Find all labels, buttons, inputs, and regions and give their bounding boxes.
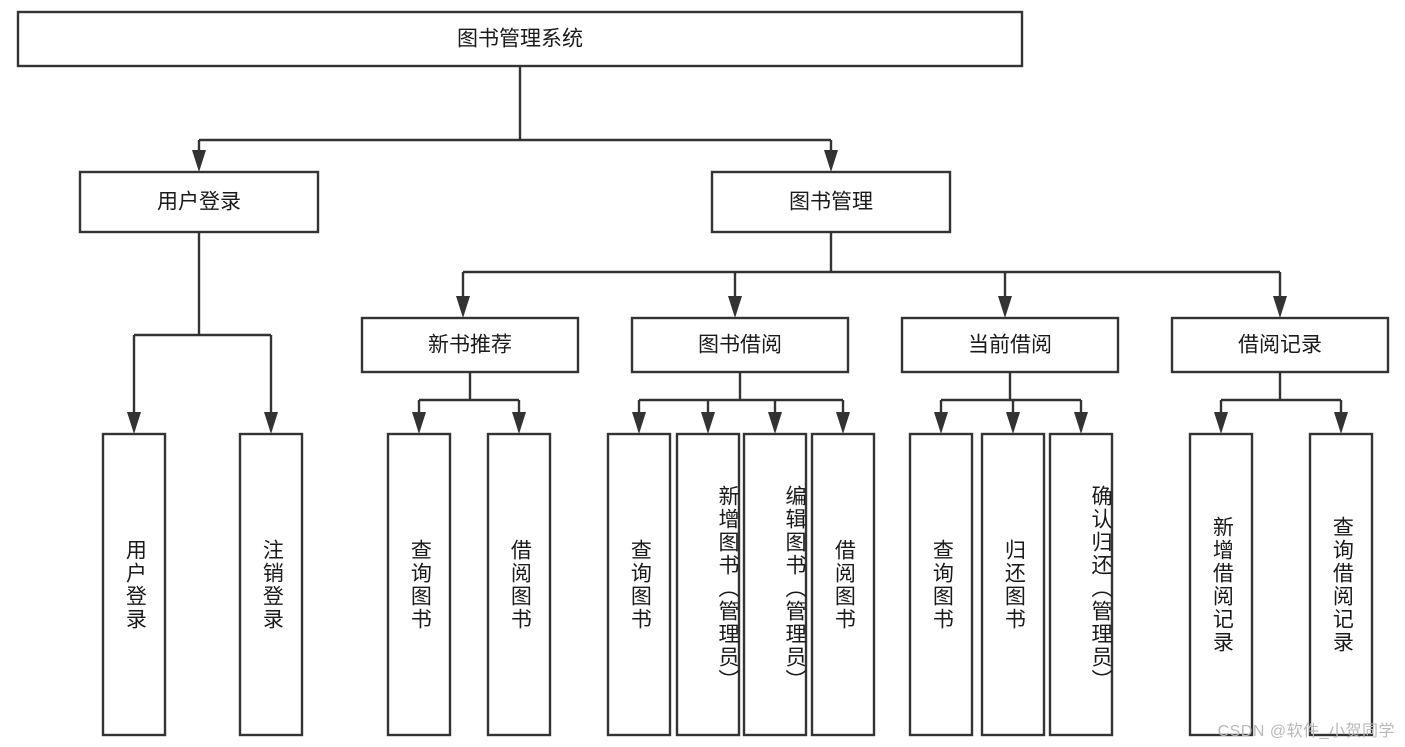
node-book-management-box[interactable]: [710, 170, 952, 234]
node-user-login-box[interactable]: [78, 170, 320, 234]
leaf-box-query-book-2[interactable]: [606, 432, 672, 737]
node-user-login[interactable]: 用户登录: [78, 170, 320, 234]
node-book-management-label: 图书管理: [789, 191, 873, 214]
arrow-head-icon: [127, 412, 141, 434]
arrow-head-icon: [456, 296, 470, 318]
node-new-book-recommend-box[interactable]: [360, 316, 580, 374]
leaf-box-borrow-book-1[interactable]: [486, 432, 552, 737]
leaf-box-group: [101, 432, 1374, 737]
node-new-book-recommend-label: 新书推荐: [428, 334, 512, 357]
node-book-borrow[interactable]: 图书借阅: [630, 316, 850, 374]
node-book-borrow-box[interactable]: [630, 316, 850, 374]
arrow-head-icon: [632, 412, 646, 434]
node-current-borrow-label: 当前借阅: [968, 334, 1052, 357]
csdn-watermark: CSDN @软件_小贺同学: [1217, 723, 1395, 740]
connector-group-user-login: [127, 232, 278, 434]
connector-group-borrow-book: [632, 372, 850, 434]
node-root[interactable]: 图书管理系统: [16, 10, 1024, 68]
connector-group-root: [192, 66, 838, 172]
arrow-head-icon: [192, 150, 206, 172]
arrow-head-icon: [1273, 296, 1287, 318]
arrow-head-icon: [998, 296, 1012, 318]
connector-group-current-borrow: [934, 372, 1088, 434]
connector-group-borrow-record: [1214, 372, 1348, 434]
leaf-box-logout-login[interactable]: [238, 432, 304, 737]
node-user-login-label: 用户登录: [157, 191, 241, 214]
node-new-book-recommend[interactable]: 新书推荐: [360, 316, 580, 374]
node-borrow-record-label: 借阅记录: [1238, 334, 1322, 357]
node-book-management[interactable]: 图书管理: [710, 170, 952, 234]
arrow-head-icon: [728, 296, 742, 318]
arrow-head-icon: [1334, 412, 1348, 434]
leaf-box-query-borrow-record[interactable]: [1308, 432, 1374, 737]
arrow-head-icon: [824, 150, 838, 172]
node-current-borrow[interactable]: 当前借阅: [900, 316, 1120, 374]
arrow-head-icon: [836, 412, 850, 434]
leaf-box-user-login[interactable]: [101, 432, 167, 737]
leaf-box-confirm-return[interactable]: [1048, 432, 1114, 737]
leaf-box-query-book-1[interactable]: [386, 432, 452, 737]
arrow-head-icon: [768, 412, 782, 434]
node-borrow-record[interactable]: 借阅记录: [1170, 316, 1390, 374]
node-root-box[interactable]: [16, 10, 1024, 68]
arrow-head-icon: [412, 412, 426, 434]
node-book-borrow-label: 图书借阅: [698, 334, 782, 357]
leaf-box-edit-book-admin[interactable]: [742, 432, 808, 737]
connector-group-new-book: [412, 372, 526, 434]
arrow-head-icon: [934, 412, 948, 434]
leaf-box-add-borrow-record[interactable]: [1188, 432, 1254, 737]
arrow-head-icon: [701, 412, 715, 434]
leaf-box-return-book[interactable]: [980, 432, 1046, 737]
leaf-box-borrow-book-2[interactable]: [810, 432, 876, 737]
leaf-box-add-book-admin[interactable]: [675, 432, 741, 737]
arrow-head-icon: [512, 412, 526, 434]
node-borrow-record-box[interactable]: [1170, 316, 1390, 374]
arrow-head-icon: [264, 412, 278, 434]
connector-group-book-mgmt: [456, 232, 1287, 318]
leaf-box-query-book-3[interactable]: [908, 432, 974, 737]
arrow-head-icon: [1006, 412, 1020, 434]
arrow-head-icon: [1074, 412, 1088, 434]
arrow-head-icon: [1214, 412, 1228, 434]
node-root-label: 图书管理系统: [457, 28, 583, 51]
node-current-borrow-box[interactable]: [900, 316, 1120, 374]
